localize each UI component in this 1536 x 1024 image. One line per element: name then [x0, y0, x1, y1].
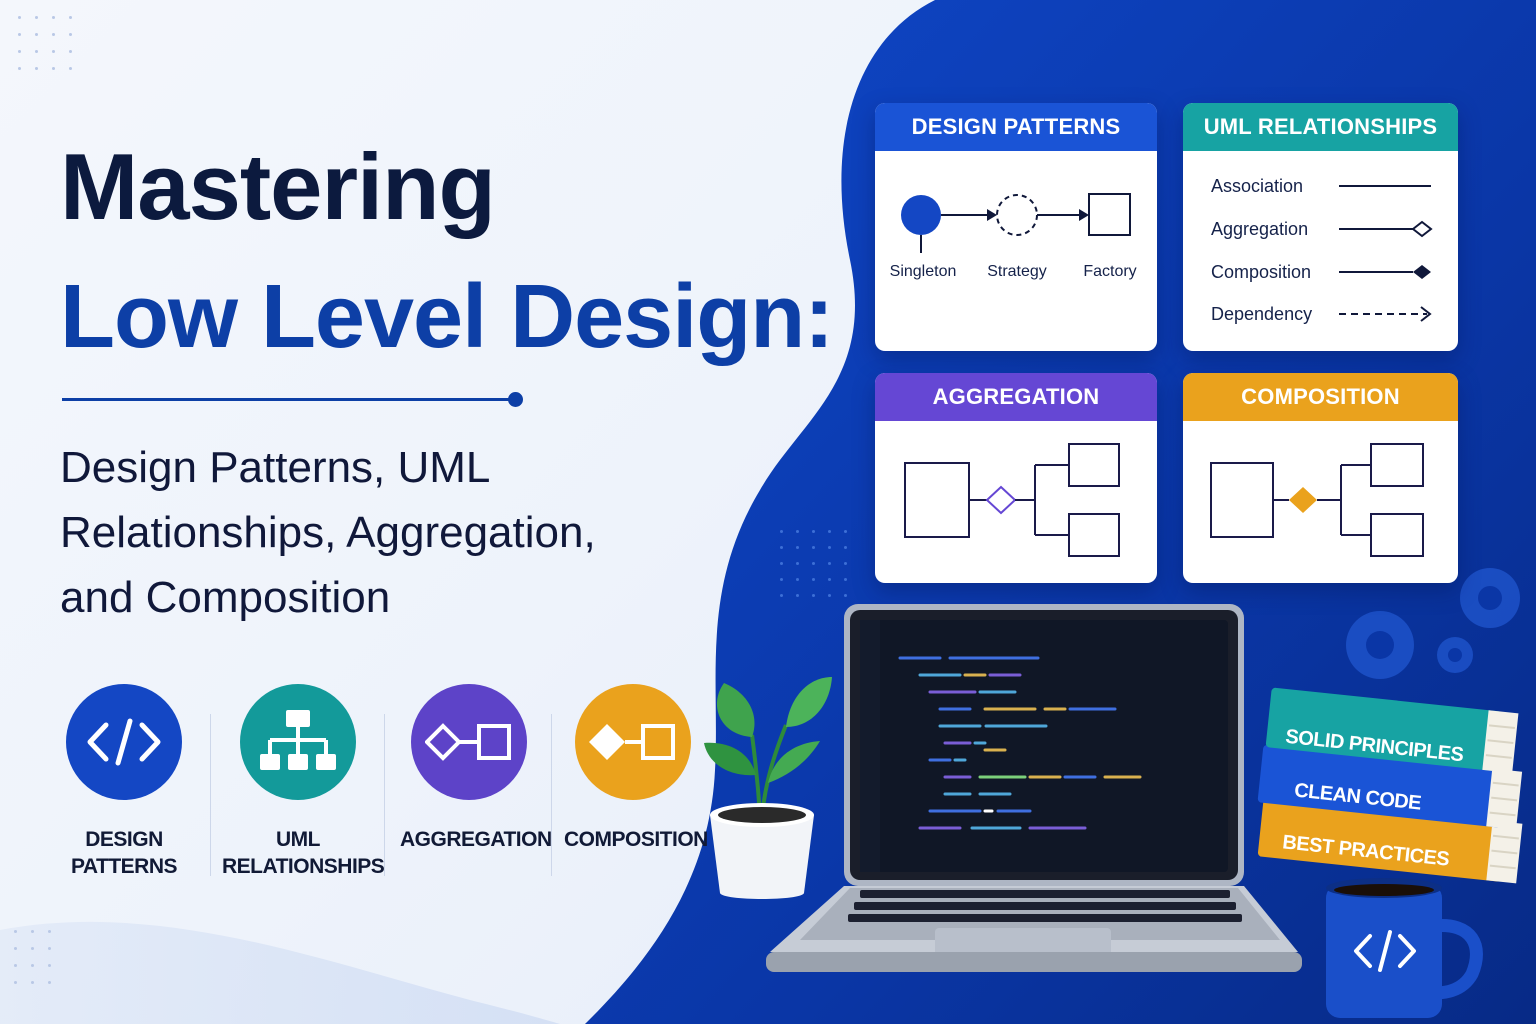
title-line-2: Low Level Design:: [60, 267, 834, 367]
aggregation-card-title: AGGREGATION: [875, 373, 1157, 421]
leaf-icon: [768, 741, 820, 783]
hierarchy-icon: [260, 710, 336, 770]
trackpad: [935, 928, 1111, 956]
aggregation-diagram: [875, 421, 1157, 583]
node-label-singleton: Singleton: [889, 263, 957, 280]
leaf-icon: [704, 742, 756, 776]
filled-diamond-box-icon: [589, 724, 675, 760]
part-class-box: [1068, 513, 1120, 557]
divider: [551, 714, 552, 876]
aggregation-card: AGGREGATION: [875, 373, 1157, 583]
composition-uml-diagram: [1210, 443, 1424, 557]
part-class-box: [1068, 443, 1120, 487]
hollow-diamond-icon: [1411, 220, 1433, 238]
dot-grid-right: [780, 530, 847, 597]
uml-relationships-card-title: UML RELATIONSHIPS: [1183, 103, 1458, 151]
topic-aggregation: AGGREGATION: [400, 684, 552, 853]
composition-circle: [575, 684, 691, 800]
subtitle-line-3: and Composition: [60, 573, 391, 622]
dot-grid-bottom-left: [14, 930, 51, 984]
leaf-icon: [786, 677, 832, 727]
design-patterns-diagram: Singleton Strategy Factory: [875, 151, 1157, 351]
topic-uml-relationships: UML RELATIONSHIPS: [222, 684, 385, 880]
whole-class-box: [1210, 462, 1274, 538]
topic-composition: COMPOSITION: [564, 684, 708, 853]
hollow-diamond-icon: [985, 485, 1017, 515]
title-underline-dot: [508, 392, 523, 407]
title-line-1: Mastering: [60, 134, 496, 239]
composition-card: COMPOSITION: [1183, 373, 1458, 583]
filled-diamond-icon: [1413, 265, 1431, 279]
uml-row-aggregation: Aggregation: [1211, 216, 1431, 242]
aggregation-label: AGGREGATION: [400, 828, 552, 851]
dependency-label: Dependency: [1211, 303, 1313, 324]
book-stack-illustration: [1257, 687, 1523, 884]
strategy-node-icon: [996, 194, 1038, 236]
code-brackets-icon: [1354, 930, 1416, 972]
part-class-box: [1370, 443, 1424, 487]
divider: [210, 714, 211, 876]
aggregation-label: Aggregation: [1211, 218, 1309, 239]
label-line-1: UML: [276, 828, 321, 851]
book-solid-principles: [1265, 687, 1503, 771]
composition-card-title: COMPOSITION: [1183, 373, 1458, 421]
uml-row-dependency: Dependency: [1211, 301, 1431, 327]
keyboard: [848, 890, 1242, 922]
subtitle: Design Patterns, UML Relationships, Aggr…: [60, 435, 700, 630]
subtitle-line-2: Relationships, Aggregation,: [60, 508, 596, 557]
code-brackets-icon: [87, 718, 161, 766]
composition-label: Composition: [1211, 261, 1312, 282]
uml-relationships-card: UML RELATIONSHIPS Association Aggregatio…: [1183, 103, 1458, 351]
patterns-flow-diagram: [901, 193, 1131, 253]
subtitle-line-1: Design Patterns, UML: [60, 443, 491, 492]
part-class-box: [1370, 513, 1424, 557]
potted-plant-illustration: [704, 677, 832, 899]
topic-design-patterns: DESIGN PATTERNS: [64, 684, 184, 880]
composition-label: COMPOSITION: [564, 828, 708, 851]
uml-relationships-circle: [240, 684, 356, 800]
composition-diagram: [1183, 421, 1458, 583]
aggregation-circle: [411, 684, 527, 800]
label-line-2: PATTERNS: [70, 855, 178, 878]
label-line-2: RELATIONSHIPS: [222, 855, 385, 878]
singleton-node-icon: [901, 195, 941, 235]
code-lines: [898, 656, 1142, 830]
plant-pot: [710, 815, 814, 899]
factory-node-icon: [1088, 193, 1131, 236]
aggregation-uml-diagram: [904, 443, 1120, 557]
node-label-factory: Factory: [1083, 263, 1137, 280]
design-patterns-label: DESIGN PATTERNS: [64, 826, 184, 880]
uml-relationship-lines: [1339, 185, 1433, 322]
laptop-illustration: [766, 604, 1302, 972]
label-line-1: DESIGN: [85, 828, 163, 851]
node-label-strategy: Strategy: [987, 263, 1047, 280]
design-patterns-card: DESIGN PATTERNS Singleton Strategy Facto…: [875, 103, 1157, 351]
hollow-diamond-box-icon: [425, 723, 511, 761]
design-patterns-card-title: DESIGN PATTERNS: [875, 103, 1157, 151]
filled-diamond-icon: [1289, 487, 1317, 513]
title-underline: [62, 398, 512, 401]
divider: [384, 714, 385, 876]
coffee-mug-illustration: [1326, 878, 1483, 1018]
uml-row-association: Association: [1211, 173, 1431, 199]
whole-class-box: [904, 462, 970, 538]
association-label: Association: [1211, 175, 1304, 196]
uml-relationships-list: Association Aggregation Composition Depe…: [1183, 151, 1458, 351]
uml-relationships-label: UML RELATIONSHIPS: [222, 826, 385, 880]
design-patterns-circle: [66, 684, 182, 800]
uml-row-composition: Composition: [1211, 259, 1431, 285]
dot-grid-top-left: [18, 16, 72, 70]
leaf-icon: [716, 683, 755, 737]
laptop-screen: [860, 620, 1228, 872]
